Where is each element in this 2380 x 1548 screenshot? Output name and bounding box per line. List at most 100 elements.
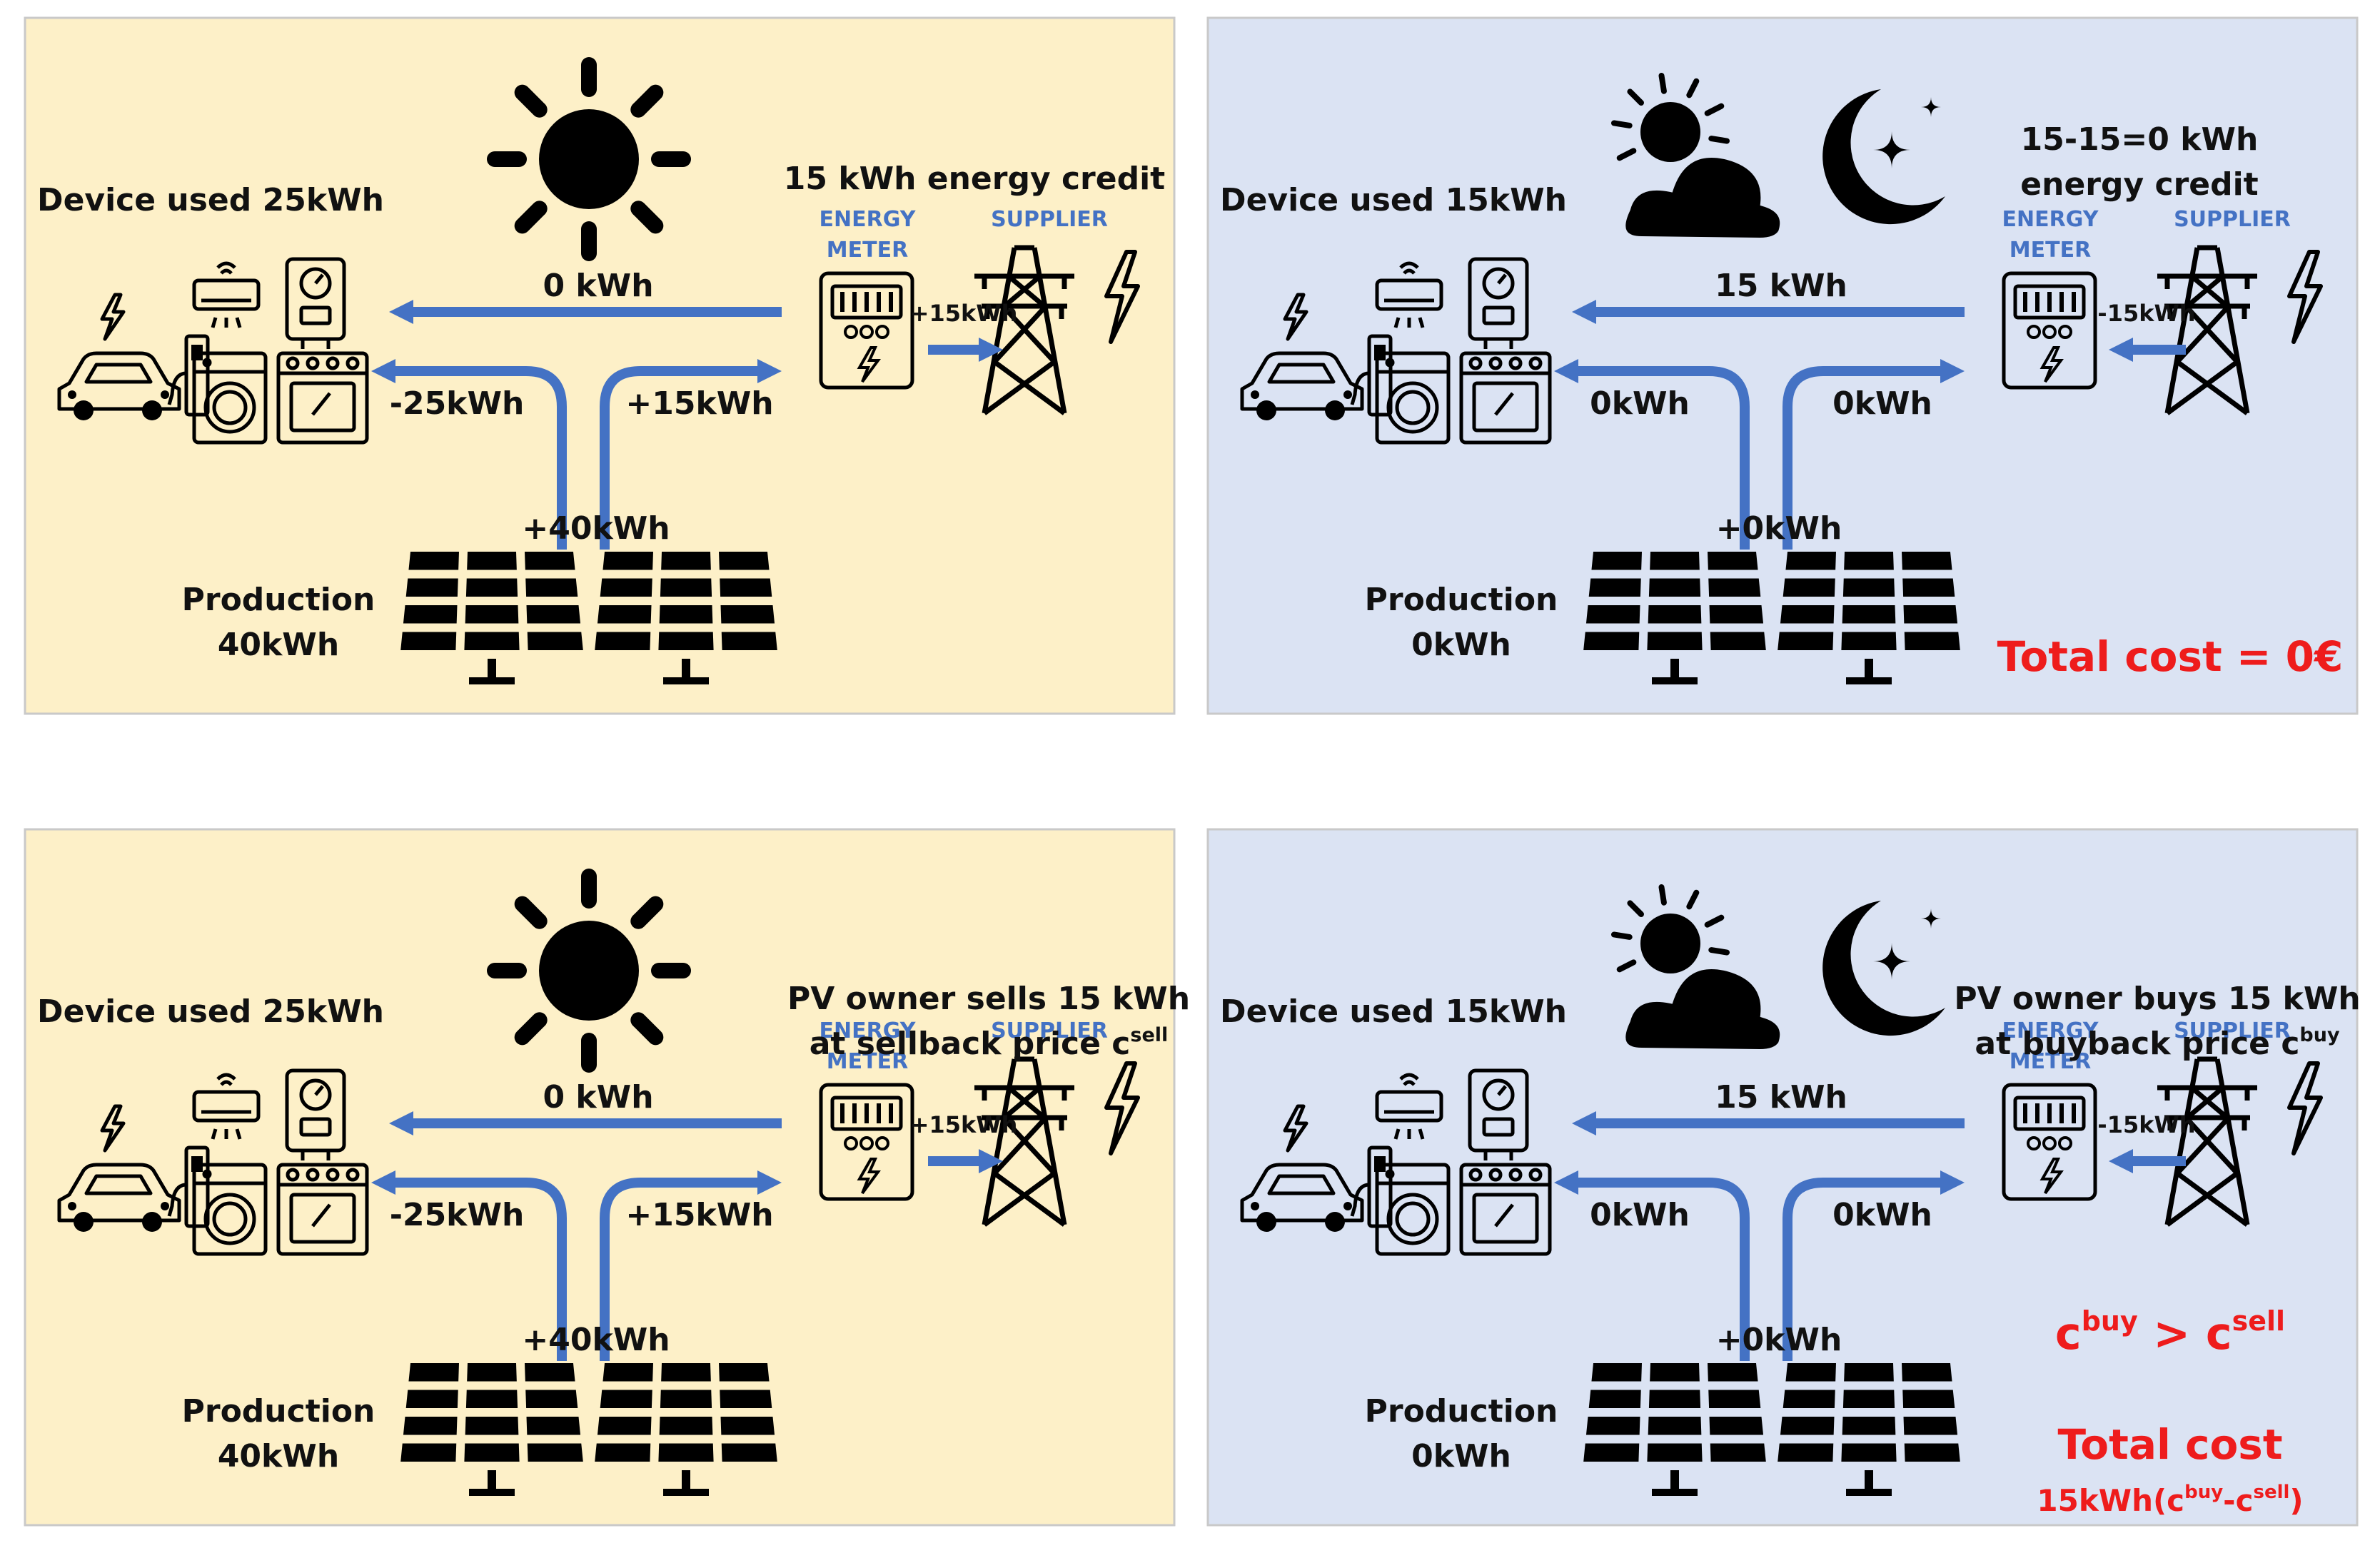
text-run: 15kWh(c: [2037, 1483, 2184, 1518]
energy-credit-label: energy credit: [2020, 166, 2258, 203]
sun-icon: [487, 57, 691, 261]
panel-background: [1206, 16, 2359, 715]
total-cost-label: Total cost: [2057, 1420, 2282, 1469]
solar-split-flow: [1554, 1170, 1965, 1361]
meter-grid-flow: +15kWh: [910, 300, 1018, 327]
supplier-label: SUPPLIER: [991, 1018, 1108, 1043]
solar-split-flow: [371, 359, 782, 550]
energy-meter-label: METER: [2010, 1049, 2091, 1074]
production-label: Production: [182, 582, 375, 618]
solar-output-label: +40kWh: [522, 510, 670, 547]
meter-grid-flow: +15kWh: [910, 1111, 1018, 1138]
sell-price-label: at sellback price csell: [810, 1024, 1169, 1062]
energy-meter-icon: [819, 1083, 914, 1201]
lightning-bolt-icon: [1104, 1061, 1140, 1155]
solar-to-devices-flow: -25kWh: [390, 1197, 525, 1233]
household-appliances-icon: [1375, 1068, 1552, 1256]
crescent-moon-icon: [1822, 901, 1945, 1036]
energy-meter-icon: [2002, 271, 2097, 390]
electric-car-icon: [1240, 293, 1393, 420]
panel-background: [1206, 828, 2359, 1527]
sell-label: PV owner sells 15 kWh: [787, 981, 1190, 1017]
text-run: c: [2055, 1307, 2082, 1360]
text-run: c: [2206, 1307, 2232, 1360]
power-tower-icon: [974, 245, 1074, 415]
solar-panel-icon: [1583, 552, 1960, 684]
superscript: buy: [2082, 1305, 2138, 1337]
energy-meter-icon: [2002, 1083, 2097, 1201]
text-run: -c: [2223, 1483, 2253, 1518]
solar-split-flow: [371, 1170, 782, 1361]
energy-credit-label: 15 kWh energy credit: [784, 161, 1165, 197]
buy-price-label: at buyback price cbuy: [1975, 1024, 2340, 1062]
superscript: sell: [2253, 1482, 2289, 1503]
flow-arrow: [389, 1111, 782, 1135]
buy-label: PV owner buys 15 kWh: [1954, 981, 2360, 1017]
sun-behind-cloud-icon: [1610, 72, 1786, 244]
energy-meter-label: METER: [827, 1049, 908, 1074]
energy-credit-label: 15-15=0 kWh: [2021, 121, 2259, 158]
energy-meter-label: METER: [827, 238, 908, 263]
production-value: 0kWh: [1411, 1438, 1511, 1474]
solar-output-label: +0kWh: [1716, 510, 1842, 547]
text-run: at sellback price c: [810, 1026, 1131, 1062]
solar-output-label: +40kWh: [522, 1322, 670, 1358]
electric-car-icon: [1240, 1104, 1393, 1232]
household-appliances-icon: [192, 257, 369, 445]
solar-to-meter-flow: +15kWh: [625, 1197, 773, 1233]
lightning-bolt-icon: [2287, 250, 2323, 344]
solar-to-devices-flow: 0kWh: [1590, 385, 1690, 422]
crescent-moon-icon: [1822, 89, 1945, 225]
price-comparison: cbuy > csell: [2055, 1305, 2285, 1360]
energy-meter-label: ENERGY: [820, 207, 917, 232]
flow-arrow: [1572, 300, 1965, 324]
solar-panel-icon: [400, 552, 777, 684]
total-cost-formula: 15kWh(cbuy-csell): [2037, 1482, 2303, 1518]
grid-to-home-flow: 0 kWh: [543, 268, 653, 304]
production-value: 0kWh: [1411, 627, 1511, 663]
flow-arrow: [928, 338, 1003, 362]
superscript: sell: [1130, 1024, 1168, 1046]
text-run: ): [2289, 1483, 2303, 1518]
lightning-bolt-icon: [1104, 250, 1140, 344]
production-label: Production: [182, 1393, 375, 1430]
supplier-label: SUPPLIER: [2174, 207, 2291, 232]
sun-behind-cloud-icon: [1610, 884, 1786, 1056]
energy-meter-icon: [819, 271, 914, 390]
production-label: Production: [1365, 1393, 1558, 1430]
supplier-label: SUPPLIER: [2174, 1018, 2291, 1043]
electric-car-icon: [57, 293, 210, 420]
device-used-label: Device used 15kWh: [1220, 182, 1567, 218]
meter-grid-flow: -15kWh: [2097, 1111, 2195, 1138]
solar-panel-icon: [400, 1363, 777, 1496]
solar-to-meter-flow: +15kWh: [625, 385, 773, 422]
solar-to-devices-flow: 0kWh: [1590, 1197, 1690, 1233]
device-used-label: Device used 25kWh: [37, 993, 384, 1030]
superscript: buy: [2299, 1024, 2340, 1046]
supplier-label: SUPPLIER: [991, 207, 1108, 232]
text-run: >: [2138, 1307, 2206, 1360]
grid-to-home-flow: 15 kWh: [1715, 1079, 1847, 1116]
superscript: sell: [2232, 1305, 2285, 1337]
total-cost-label: Total cost = 0€: [1997, 632, 2344, 681]
text-run: at buyback price c: [1975, 1026, 2299, 1062]
grid-to-home-flow: 15 kWh: [1715, 268, 1847, 304]
energy-meter-label: ENERGY: [2002, 1018, 2099, 1043]
device-used-label: Device used 15kWh: [1220, 993, 1567, 1030]
flow-arrow: [2109, 338, 2186, 362]
flow-arrow: [2109, 1149, 2186, 1173]
lightning-bolt-icon: [2287, 1061, 2323, 1155]
solar-panel-icon: [1583, 1363, 1960, 1496]
flow-arrow: [928, 1149, 1003, 1173]
electric-car-icon: [57, 1104, 210, 1232]
production-value: 40kWh: [218, 627, 339, 663]
sun-icon: [487, 869, 691, 1073]
solar-split-flow: [1554, 359, 1965, 550]
solar-to-meter-flow: 0kWh: [1832, 1197, 1932, 1233]
power-tower-icon: [974, 1056, 1074, 1227]
